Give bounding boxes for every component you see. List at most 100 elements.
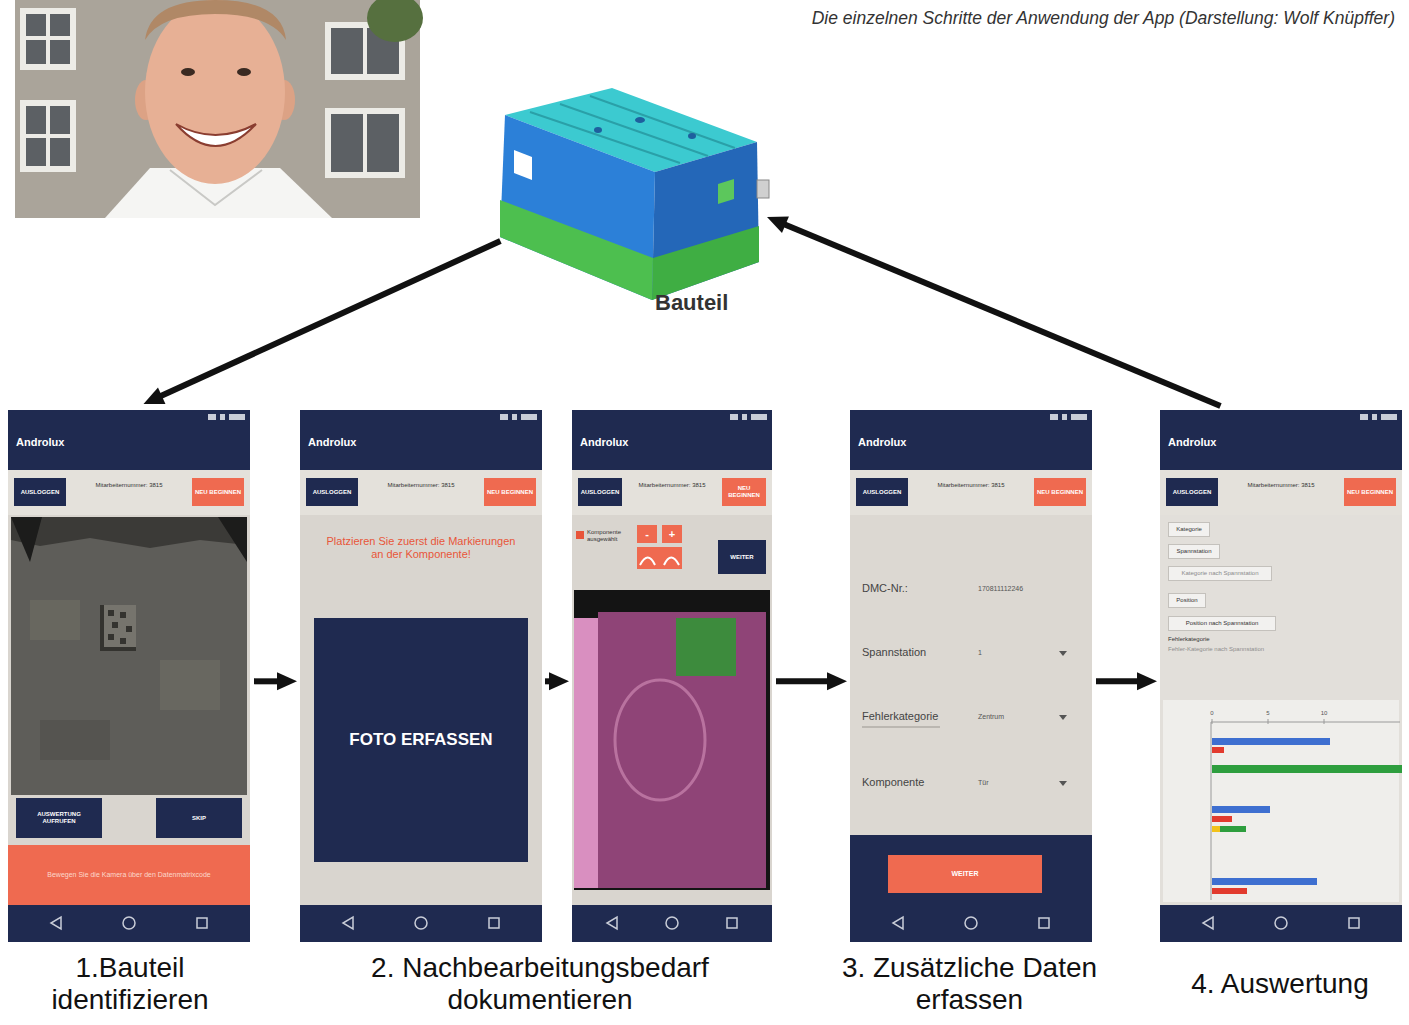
arrow-head [549,672,569,690]
camera-notch [218,517,247,562]
checkbox-label: Komponente ausgewählt [587,529,629,543]
phone-screen: AndroluxMitarbeiternummer: 3815Komponent… [572,410,772,942]
restart-button: NEU BEGINNEN [192,478,244,506]
datamatrix-cell [108,634,114,640]
photo-wall [15,0,420,218]
employee-number: Mitarbeiternummer: 3815 [937,482,1005,489]
component-window [514,150,532,180]
home-icon [965,917,977,929]
phone-frame [850,410,1092,942]
phone-body [572,410,772,942]
button-label: AUSLOGGEN [313,489,352,496]
filter-button: Kategorie nach Spannstation [1168,566,1272,581]
chart-bar [1220,826,1246,832]
app-title: Androlux [580,436,700,449]
phone-body [8,410,250,942]
back-icon [51,917,61,929]
step-label: 1.Bauteil identifizieren [15,952,245,1016]
recents-icon [489,918,499,928]
phone-screen: AndroluxMitarbeiternummer: 3815Fehlerkat… [1160,410,1402,942]
field-label: Fehlerkategorie [862,710,962,723]
arrow-line [158,241,500,397]
back-icon [1203,917,1213,929]
portrait-photo [15,0,423,218]
field-label: Komponente [862,776,962,789]
component-handle [757,180,769,198]
field-value: 170811112246 [978,585,1058,593]
flow-arrow [767,216,1221,406]
component-hole [635,117,645,123]
flow-arrow [776,672,847,690]
app-bar [850,410,1092,470]
arrow-head [827,672,847,690]
phone-frame [300,410,542,942]
skip-button: SKIP [156,798,242,838]
component-drawing [500,88,769,300]
arrow-head [144,388,166,404]
photo-smile [176,124,256,146]
button-label: AUSLOGGEN [863,489,902,496]
flow-arrow [254,672,297,690]
employee-number: Mitarbeiternummer: 3815 [1247,482,1315,489]
camera-pink-strip [574,618,600,888]
field-value: Tür [978,779,1018,787]
step-label: 4. Auswertung [1160,968,1400,1000]
zoom-icon [637,547,682,569]
status-icons [1062,414,1067,420]
logout-button: AUSLOGGEN [1166,478,1218,506]
datamatrix-cell [100,605,136,651]
camera-frame [574,590,770,890]
chart-bar [1212,806,1270,813]
button-label: AUSLOGGEN [581,489,620,496]
recents-icon [1039,918,1049,928]
component-ridges [530,96,735,163]
app-bar [572,410,772,470]
status-icons [1381,414,1397,420]
recents-icon [197,918,207,928]
flow-arrow [144,241,501,404]
photo-tree [367,0,423,42]
employee-number: Mitarbeiternummer: 3815 [95,482,163,489]
datamatrix-cell [120,612,126,618]
datamatrix-cell [126,626,132,632]
photo-eye [237,68,251,76]
home-icon [666,917,678,929]
employee-number: Mitarbeiternummer: 3815 [387,482,455,489]
chart-bar [1212,747,1224,753]
filter-button: Spannstation [1168,544,1220,559]
field-label: DMC-Nr.: [862,582,962,595]
phone-frame [1160,410,1402,942]
chart-area [1163,700,1399,902]
recents-icon [727,918,737,928]
photo-window-pane [26,106,46,134]
chart-bar [1212,765,1402,773]
photo-hair [145,0,286,40]
component-patch [718,179,734,204]
logout-button: AUSLOGGEN [14,478,66,506]
axis-tick: 5 [1258,710,1278,717]
phone-screen: AndroluxMitarbeiternummer: 3815DMC-Nr.:1… [850,410,1092,942]
component-left-face [500,115,655,300]
status-icons [229,414,245,420]
dropdown-arrow [1059,781,1067,786]
button-label: + [669,528,675,541]
home-icon [123,917,135,929]
flow-arrow [1096,672,1157,690]
photo-button: FOTO ERFASSEN [314,618,528,862]
filter-button: Kategorie [1168,522,1210,537]
zoom-icon-wave [640,558,679,566]
datamatrix-code [100,605,136,651]
button-label: FOTO ERFASSEN [349,730,492,750]
field-label: Spannstation [862,646,962,659]
photo-window-pane [26,40,46,64]
field-value: 1 [978,649,1018,657]
photo-window [325,108,405,178]
app-title: Androlux [16,436,136,449]
nav-bar [572,905,772,942]
status-icons [1372,414,1377,420]
status-icons [500,414,508,420]
step-label: 2. Nachbearbeitungsbedarf dokumentieren [360,952,720,1016]
checkbox [576,531,584,539]
chart-subtitle: Fehler-Kategorie nach Spannstation [1168,646,1338,653]
photo-window-pane [331,28,363,74]
